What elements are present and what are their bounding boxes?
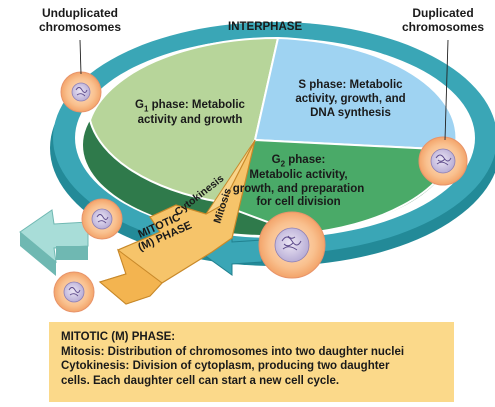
- cell-daughter-1: [81, 198, 123, 240]
- duplicated-chromosomes-label: Duplicated chromosomes: [401, 6, 485, 35]
- cell-mitosis-large: [258, 211, 326, 279]
- daughter-cell-arrow: [19, 209, 89, 276]
- info-box-mitosis: Mitosis: Distribution of chromosomes int…: [61, 345, 405, 358]
- mitotic-phase-arrow: [98, 139, 256, 305]
- interphase-label: INTERPHASE: [228, 21, 303, 33]
- leader-unduplicated: [79, 39, 82, 75]
- cell-unduplicated: [60, 71, 102, 113]
- cell-daughter-2: [53, 271, 95, 313]
- unduplicated-chromosomes-label: Unduplicated chromosomes: [38, 6, 122, 35]
- s-slice: [253, 36, 458, 152]
- info-box-cytokinesis: Cytokinesis: Division of cytoplasm, prod…: [61, 360, 390, 372]
- info-box-title: MITOTIC (M) PHASE:: [61, 331, 176, 343]
- info-box-cytokinesis-cont: cells. Each daughter cell can start a ne…: [61, 374, 340, 387]
- g1-phase-label: G1 phase: Metabolic activity and growth: [135, 99, 245, 126]
- mitotic-phase-info-box: MITOTIC (M) PHASE: Mitosis: Distribution…: [49, 322, 454, 402]
- cell-duplicated: [418, 136, 468, 186]
- leader-duplicated: [444, 39, 449, 141]
- g1-slice: [88, 36, 280, 204]
- s-phase-label: S phase: Metabolic activity, growth, and…: [295, 79, 406, 119]
- cycle-pie: [83, 36, 458, 236]
- g2-phase-label: G2 phase: Metabolic activity, growth, an…: [232, 154, 365, 209]
